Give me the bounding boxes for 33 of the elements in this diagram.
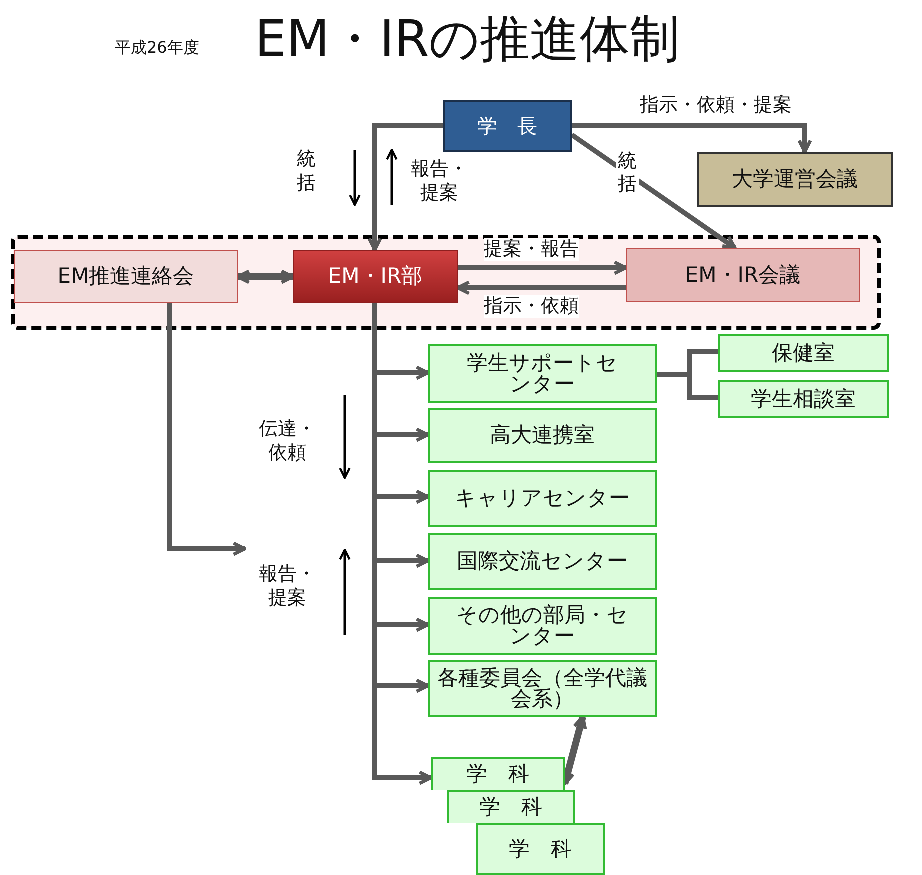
arrow: [456, 280, 626, 296]
flow-label: 報告・提案: [410, 158, 469, 206]
process-box: 学 科: [447, 790, 575, 823]
edge-label: 指示・依頼: [484, 295, 579, 318]
process-box: 学生サポートセンター: [428, 344, 657, 403]
arrow: [168, 303, 247, 556]
edge-label: 指示・依頼・提案: [640, 94, 792, 117]
process-box: 各種委員会（全学代議会系）: [428, 660, 657, 717]
arrow: [572, 124, 812, 154]
arrow: [236, 270, 295, 284]
process-box: 大学運営会議: [697, 152, 893, 207]
process-box: 保健室: [718, 334, 889, 372]
arrow: [368, 124, 443, 252]
year-label: 平成26年度: [115, 38, 200, 58]
arrow: [458, 260, 628, 276]
process-box: 学 科: [431, 757, 565, 790]
process-box: 国際交流センター: [428, 533, 657, 590]
title: EM・IRの推進体制: [255, 12, 680, 67]
arrow: [570, 132, 737, 250]
process-box: その他の部局・センター: [428, 597, 657, 655]
process-box: EM推進連絡会: [14, 250, 238, 303]
flow-label: 報告・提案: [258, 563, 317, 610]
process-box: 学生相談室: [718, 380, 889, 418]
flow-label: 統括: [296, 148, 317, 196]
process-box: 高大連携室: [428, 408, 657, 463]
flow-label: 伝達・依頼: [258, 418, 317, 466]
process-box: キャリアセンター: [428, 470, 657, 527]
process-box: EM・IR会議: [626, 248, 860, 302]
process-box: 学 長: [443, 100, 572, 152]
edge-label: 提案・報告: [484, 238, 579, 261]
edge-label: 統括: [616, 150, 639, 196]
process-box: EM・IR部: [293, 250, 458, 303]
process-box: 学 科: [476, 823, 605, 875]
